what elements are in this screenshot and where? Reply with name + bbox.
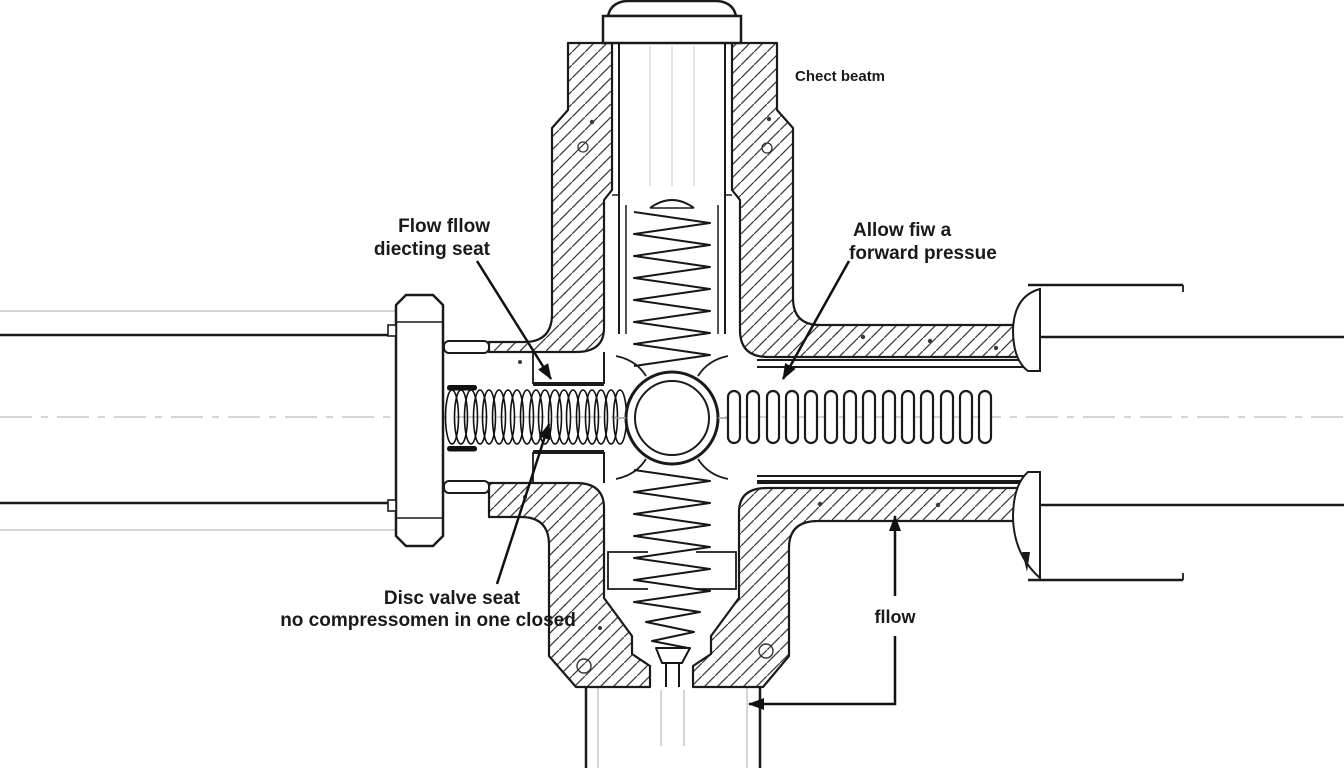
leader-arrow-allow-flow [781,260,851,380]
label-flow-seat-line1: Flow fllow [398,216,490,237]
inlet-flange-tab-bottom [387,499,397,512]
casting-mark-circle-a [576,658,592,674]
inlet-pipe-left [0,310,397,531]
leader-arrow-flow-seat [475,260,553,380]
outlet-socket-crescent-bottom [1011,471,1041,581]
label-check-valve: Chect beatm [795,68,885,85]
inlet-neck [443,340,490,494]
inlet-flange-tab-top [387,324,397,337]
label-flow-seat-line2: diecting seat [374,239,491,260]
throat-fillet-bottom-left [615,458,647,480]
inlet-flange [387,293,445,548]
inlet-neck-bottom-strip [443,480,490,494]
main-spring-lower-coils [633,469,711,649]
outlet-socket-tip [1022,552,1030,572]
inlet-flange-body [394,293,445,548]
outlet-socket-crescent-top [1011,287,1041,372]
casting-mark-circle-b [758,643,774,659]
valve-disc-inner [634,380,710,456]
throat-fillet-top-right [697,355,729,377]
label-disc-seat-line1: Disc valve seat [384,588,521,609]
casting-mark-circle-d [761,142,773,154]
body-bottom-left-section [487,481,652,689]
throat-fillet-bottom-right [697,458,729,480]
outlet-pipe-right [1028,283,1344,582]
bonnet-cap-flange [601,14,743,45]
spring-retainer-cap [649,199,695,209]
bonnet-guide-tube [607,44,737,590]
spring-end-plate-top [447,385,477,391]
label-allow-line1: Allow fiw a [853,220,952,241]
throat-fillet-top-left [615,355,647,377]
spring-foot-cone [655,647,691,664]
main-spring-vertical [633,211,711,687]
bonnet-cap [601,0,743,45]
inlet-spring-horizontal [444,389,628,445]
casting-mark-circle-c [577,141,589,153]
spring-pocket-left [607,551,648,590]
main-spring-upper-coils [633,211,711,367]
body-bottom-right-outlet-bottom-section [691,486,1029,689]
label-disc-seat-line2: no compressomen in one closed [280,610,576,631]
seat-details [489,351,1027,484]
spring-end-plate-bottom [447,446,477,452]
outlet-socket-end [1011,287,1041,581]
annotation-labels: Chect beatm Flow fllow diecting seat All… [280,68,997,631]
label-flow: fllow [875,607,917,627]
flow-arrow-bent-left [748,636,897,710]
bonnet-dome [606,0,738,18]
spring-pocket-right [696,551,737,590]
label-allow-line2: forward pressue [849,243,997,264]
valve-disc [614,370,730,466]
annotation-arrows [475,260,901,710]
valve-disc-outer [624,370,720,466]
outlet-spring-slots [726,389,993,445]
leader-arrow-disc-seat [495,423,551,585]
inlet-neck-top-strip [443,340,490,354]
